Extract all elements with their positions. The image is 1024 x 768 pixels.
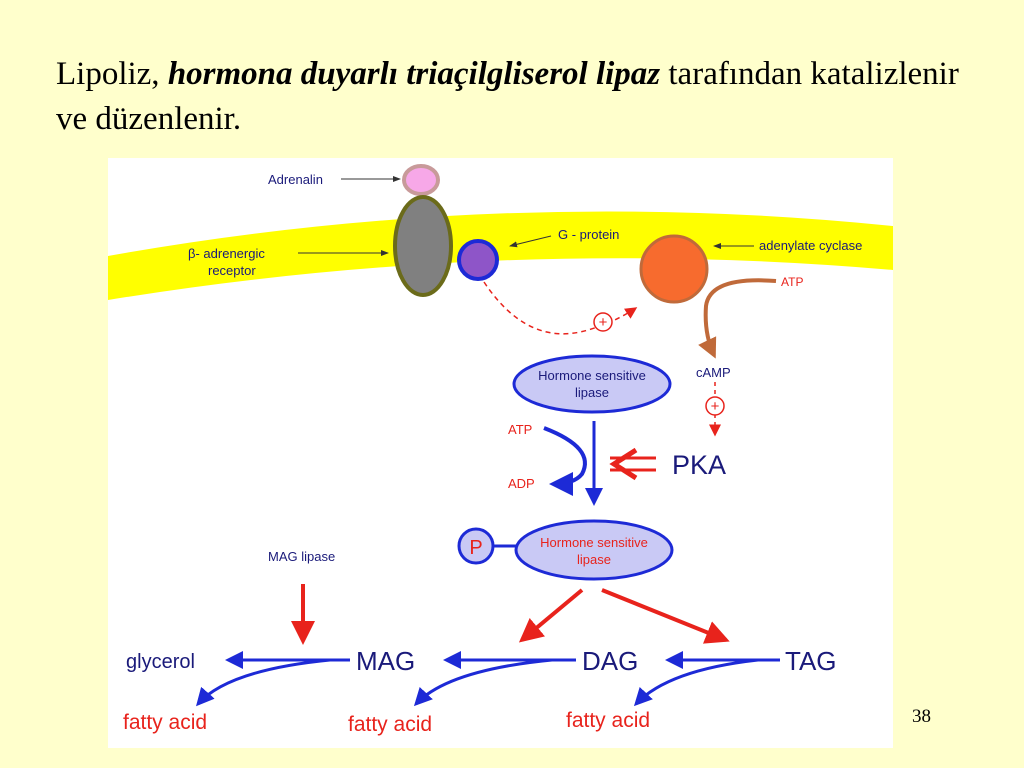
camp-label: cAMP — [696, 365, 731, 380]
phosphate-label: P — [469, 537, 482, 559]
hsl-to-mag-dag-arrow — [518, 588, 584, 643]
g-protein-label: G - protein — [558, 227, 619, 242]
adenylate-cyclase-label: adenylate cyclase — [759, 238, 862, 253]
hsl-to-tag-arrow — [601, 588, 730, 644]
slide-number: 38 — [912, 706, 931, 727]
hsl-p-label-line2: lipase — [577, 552, 611, 567]
receptor-label-line1: β- adrenergic — [188, 246, 265, 261]
atp-label: ATP — [508, 422, 532, 437]
receptor-label-line2: receptor — [208, 263, 256, 278]
glycerol-label: glycerol — [126, 651, 195, 673]
pka-stimulation-arrow — [609, 447, 656, 481]
g-protein — [457, 239, 499, 281]
hsl-label-line1: Hormone sensitive — [538, 368, 646, 383]
hsl-p-label-line1: Hormone sensitive — [540, 535, 648, 550]
atp-adp-curve — [543, 426, 587, 496]
adrenalin-label: Adrenalin — [268, 172, 323, 187]
beta-adrenergic-receptor — [393, 195, 453, 297]
title-emphasis: hormona duyarlı triaçilgliserol lipaz — [167, 56, 661, 92]
hormone-sensitive-lipase — [512, 354, 672, 414]
fatty-acid-label-2: fatty acid — [348, 713, 432, 736]
mag-lipase-label: MAG lipase — [268, 549, 335, 564]
adp-label: ADP — [508, 476, 535, 491]
plus-sign-2: + — [711, 398, 720, 415]
tag-fatty-acid-arrow — [633, 658, 759, 707]
cell-membrane — [108, 211, 893, 300]
tag-label: TAG — [785, 646, 837, 676]
adenylate-cyclase — [639, 234, 709, 304]
dag-fatty-acid-arrow — [413, 658, 553, 707]
mag-label: MAG — [356, 646, 415, 676]
atp-top-label: ATP — [781, 275, 803, 289]
plus-sign-1: + — [599, 314, 608, 331]
title-suffix: tarafından katalizlenir ve düzenlenir. — [56, 56, 959, 137]
plus-icon-1 — [593, 312, 613, 332]
fatty-acid-label-1: fatty acid — [123, 711, 207, 734]
adrenalin-molecule — [402, 164, 440, 196]
slide-title: Lipoliz, hormona duyarlı triaçilgliserol… — [56, 52, 996, 142]
mag-fatty-acid-arrow — [196, 658, 331, 707]
atp-to-camp-arrow — [698, 278, 777, 359]
gprotein-activation-arrow — [483, 281, 638, 335]
title-prefix: Lipoliz, — [56, 56, 168, 92]
hsl-label-line2: lipase — [575, 385, 609, 400]
lipolysis-diagram: Adrenalin β- adrenergic receptor G - pro… — [108, 158, 893, 748]
fatty-acid-label-3: fatty acid — [566, 709, 650, 732]
g-protein-arrow — [509, 235, 552, 248]
pka-label: PKA — [672, 450, 726, 480]
hormone-sensitive-lipase-phosphorylated — [514, 519, 674, 581]
dag-label: DAG — [582, 646, 638, 676]
plus-icon-2 — [705, 396, 725, 416]
